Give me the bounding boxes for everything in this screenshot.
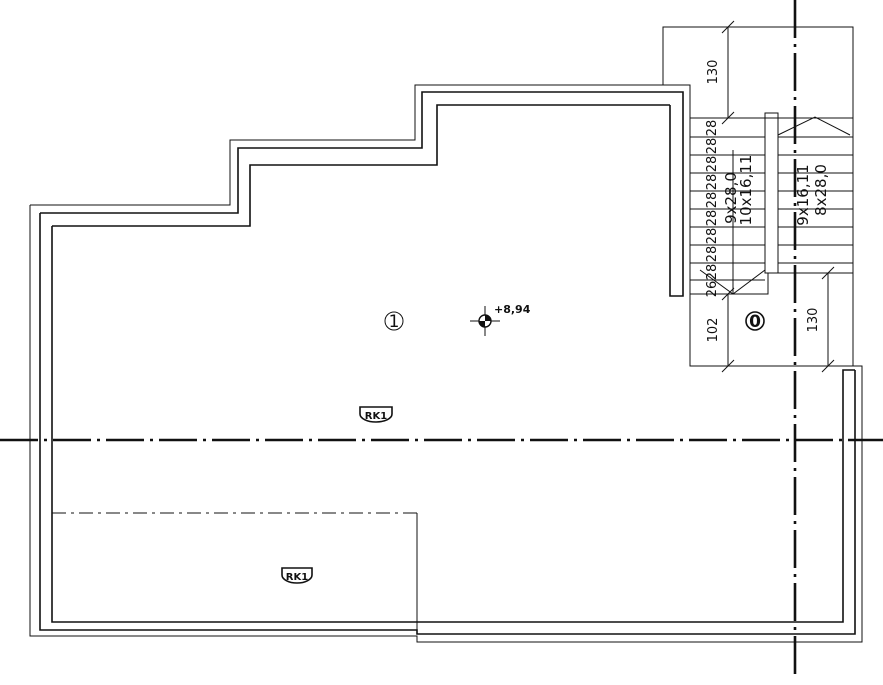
dim-tick	[821, 266, 835, 280]
room-marker-stair: 0	[745, 311, 765, 332]
stair-label-left-a: 9x28,0	[722, 172, 740, 224]
room-marker-main: 1	[384, 311, 404, 332]
roof-tag-shape	[359, 406, 393, 423]
tread-dimension-labels: 28 28 28 28 28 28 28 28 28 26	[705, 120, 720, 298]
dim-label-landing-left: 102	[706, 318, 721, 343]
dim-tick	[821, 359, 835, 373]
tread-label: 28	[705, 228, 720, 245]
stair-enclosure-outline	[662, 26, 854, 367]
dim-tick	[721, 111, 735, 125]
roof-tag-label: RK1	[286, 572, 308, 583]
lower-partition	[52, 512, 418, 630]
dim-tick	[721, 20, 735, 34]
tread-label: 28	[705, 174, 720, 191]
stair-direction-arrow-up	[777, 116, 851, 136]
stair-center-wall	[764, 112, 779, 274]
dim-tick	[721, 287, 735, 301]
dimension-lines	[721, 20, 835, 373]
stair-label-right-a: 9x16,11	[794, 164, 812, 225]
tread-label: 26	[705, 281, 720, 298]
roof-tag-label: RK1	[365, 411, 387, 422]
tread-label: 28	[705, 138, 720, 155]
tread-label: 28	[705, 156, 720, 173]
roof-tag-lower: RK1	[281, 567, 313, 584]
dim-label-landing-right: 130	[806, 308, 821, 333]
roof-tag-shape	[281, 567, 313, 584]
stair-label-right-b: 8x28,0	[812, 164, 830, 216]
wall-line-inner	[51, 104, 855, 623]
roof-tag-upper: RK1	[359, 406, 393, 423]
room-number-main: 1	[389, 312, 400, 332]
dim-tick	[721, 359, 735, 373]
stair-landing-lines	[690, 272, 854, 295]
tread-label: 28	[705, 246, 720, 263]
wall-line-middle	[39, 91, 856, 635]
stair-enclosure	[662, 26, 854, 367]
tread-label: 28	[705, 120, 720, 137]
room-number-circle	[384, 311, 404, 331]
stair-label-left-b: 10x16,11	[737, 155, 755, 226]
level-value: +8,94	[494, 303, 531, 316]
tread-label: 28	[705, 192, 720, 209]
exterior-wall	[29, 84, 863, 643]
wall-line-outer	[29, 84, 863, 643]
tread-label: 28	[705, 210, 720, 227]
stair-treads	[690, 116, 853, 295]
room-number-circle	[745, 311, 765, 331]
level-circle-fill	[479, 315, 491, 327]
dim-label-top-landing: 130	[706, 60, 721, 85]
level-marker: +8,94	[470, 303, 531, 336]
tread-label: 28	[705, 264, 720, 281]
room-number-stair: 0	[749, 312, 761, 332]
